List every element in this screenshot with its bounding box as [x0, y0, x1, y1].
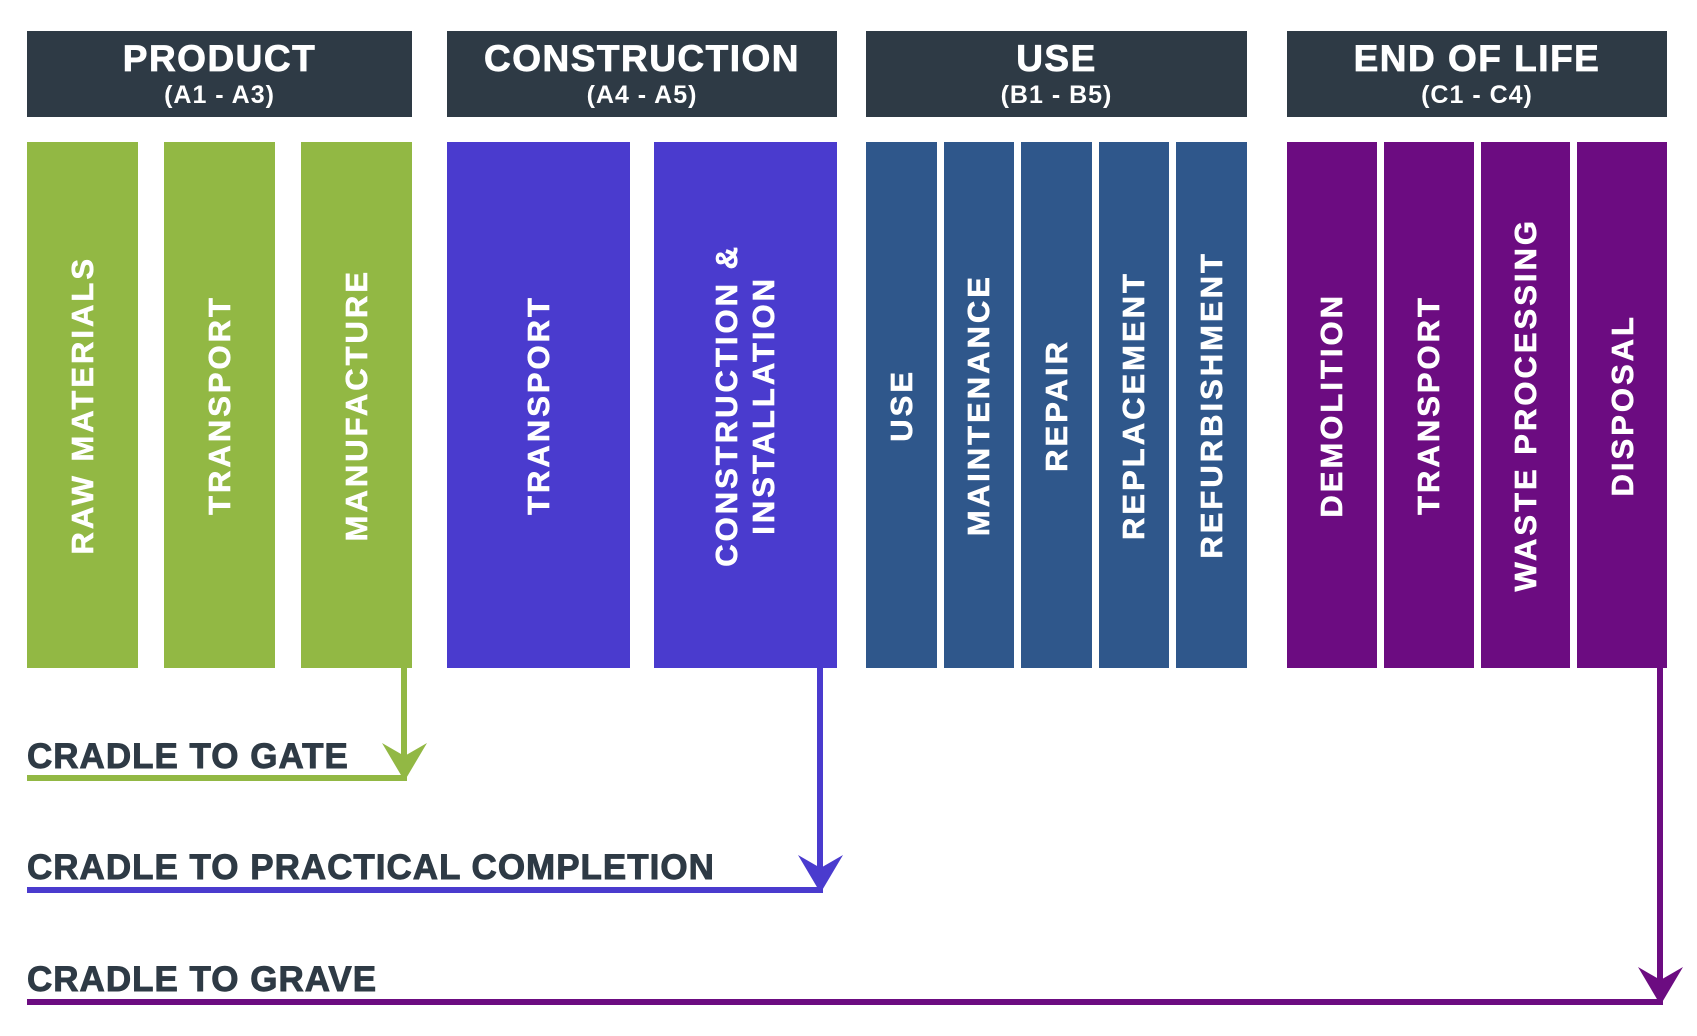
column-transport-a2: TRANSPORT: [164, 142, 275, 668]
phase-section-use: USE (B1 - B5) USE MAINTENANCE REPAIR REP…: [866, 31, 1247, 668]
column-refurbishment: REFURBISHMENT: [1176, 142, 1247, 668]
phase-header-end-of-life: END OF LIFE (C1 - C4): [1287, 31, 1667, 117]
phase-range: (B1 - B5): [1000, 81, 1113, 109]
phase-columns-end-of-life: DEMOLITION TRANSPORT WASTE PROCESSING DI…: [1287, 142, 1667, 668]
column-transport-c2: TRANSPORT: [1383, 142, 1474, 668]
column-waste-processing: WASTE PROCESSING: [1480, 142, 1571, 668]
arrow-down-icon: [798, 855, 843, 893]
column-demolition: DEMOLITION: [1287, 142, 1377, 668]
column-label: RAW MATERIALS: [64, 255, 101, 555]
column-label: TRANSPORT: [1411, 295, 1447, 515]
column-label: REFURBISHMENT: [1194, 251, 1230, 559]
phase-header-product: PRODUCT (A1 - A3): [27, 31, 412, 117]
arrow-down-icon: [382, 743, 427, 781]
column-label: MANUFACTURE: [338, 268, 375, 542]
cradle-to-practical-completion-arrow-line: [817, 668, 823, 870]
cradle-to-grave-label: CRADLE TO GRAVE: [27, 960, 378, 999]
column-label: TRANSPORT: [520, 295, 557, 515]
column-label: USE: [883, 368, 919, 442]
phase-title: CONSTRUCTION: [483, 38, 801, 79]
column-label: REPLACEMENT: [1116, 270, 1152, 540]
arrow-down-icon: [1638, 967, 1683, 1005]
column-label: DEMOLITION: [1314, 292, 1350, 518]
phase-section-end-of-life: END OF LIFE (C1 - C4) DEMOLITION TRANSPO…: [1287, 31, 1667, 668]
column-label: TRANSPORT: [201, 295, 238, 515]
cradle-to-gate-label: CRADLE TO GATE: [27, 737, 349, 776]
column-label: CONSTRUCTION & INSTALLATION: [709, 243, 782, 567]
column-maintenance: MAINTENANCE: [943, 142, 1015, 668]
column-transport-a4: TRANSPORT: [447, 142, 630, 668]
column-label: DISPOSAL: [1604, 313, 1640, 497]
phase-title: PRODUCT: [122, 38, 317, 79]
column-use: USE: [866, 142, 937, 668]
phase-title: USE: [1016, 38, 1097, 79]
cradle-to-gate-arrow-line: [401, 668, 407, 758]
cradle-to-grave-underline: [27, 999, 1663, 1005]
phase-range: (C1 - C4): [1421, 81, 1533, 109]
column-raw-materials: RAW MATERIALS: [27, 142, 138, 668]
phase-header-use: USE (B1 - B5): [866, 31, 1247, 117]
column-construction-installation: CONSTRUCTION & INSTALLATION: [654, 142, 837, 668]
phase-section-product: PRODUCT (A1 - A3) RAW MATERIALS TRANSPOR…: [27, 31, 412, 668]
phase-columns-use: USE MAINTENANCE REPAIR REPLACEMENT REFUR…: [866, 142, 1247, 668]
column-repair: REPAIR: [1021, 142, 1092, 668]
phase-section-construction: CONSTRUCTION (A4 - A5) TRANSPORT CONSTRU…: [447, 31, 837, 668]
phase-columns-product: RAW MATERIALS TRANSPORT MANUFACTURE: [27, 142, 412, 668]
column-manufacture: MANUFACTURE: [301, 142, 412, 668]
cradle-to-practical-completion-label: CRADLE TO PRACTICAL COMPLETION: [27, 848, 715, 887]
column-replacement: REPLACEMENT: [1098, 142, 1170, 668]
cradle-to-grave-arrow-line: [1657, 668, 1663, 982]
cradle-to-gate-underline: [27, 775, 407, 781]
phase-header-construction: CONSTRUCTION (A4 - A5): [447, 31, 837, 117]
phase-columns-construction: TRANSPORT CONSTRUCTION & INSTALLATION: [447, 142, 837, 668]
phase-range: (A1 - A3): [164, 81, 275, 109]
column-label: WASTE PROCESSING: [1507, 218, 1543, 592]
phase-range: (A4 - A5): [586, 81, 698, 109]
cradle-to-practical-completion-underline: [27, 887, 823, 893]
column-label: REPAIR: [1038, 338, 1075, 472]
phase-title: END OF LIFE: [1353, 38, 1601, 79]
column-label: MAINTENANCE: [961, 273, 997, 537]
column-disposal: DISPOSAL: [1577, 142, 1667, 668]
